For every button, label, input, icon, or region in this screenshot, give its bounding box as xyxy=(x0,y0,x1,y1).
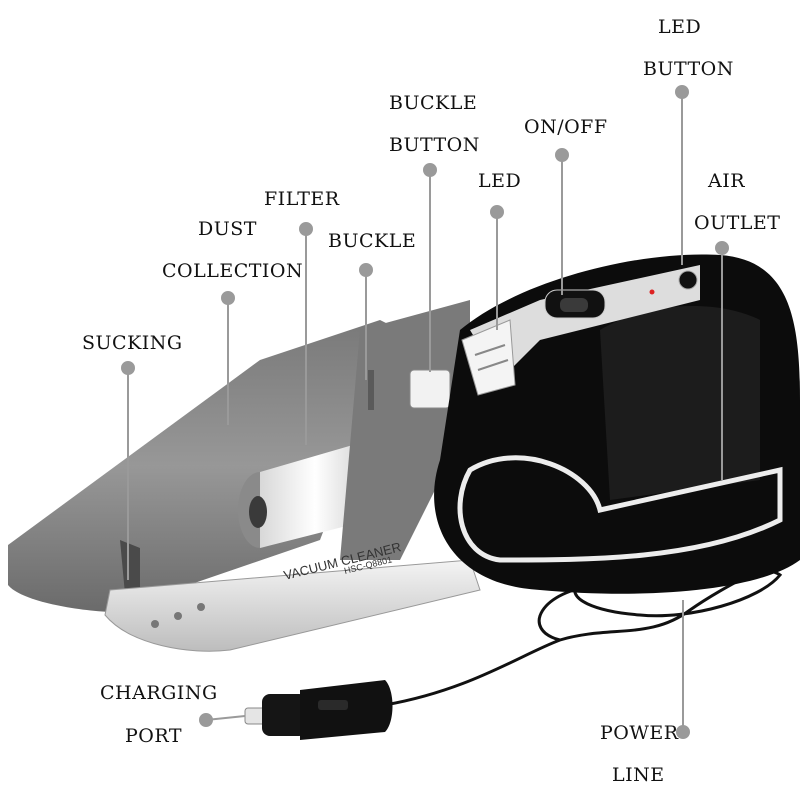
callout-charging-port-line1: CHARGING xyxy=(100,682,218,704)
led-button-knob xyxy=(678,270,698,290)
car-plug xyxy=(244,680,393,740)
callout-buckle-button-line2: BUTTON xyxy=(389,134,480,156)
callout-led-button-line2: BUTTON xyxy=(643,58,734,80)
silver-base xyxy=(104,559,481,652)
callout-sucking: SUCKING xyxy=(82,332,183,354)
callout-air-outlet-line2: OUTLET xyxy=(694,212,781,234)
callout-on-off: ON/OFF xyxy=(524,116,608,138)
callout-dust-collection-line2: COLLECTION xyxy=(162,260,304,282)
callout-filter: FILTER xyxy=(264,188,340,210)
control-panel xyxy=(470,265,700,380)
callout-buckle: BUCKLE xyxy=(328,230,417,252)
buckle-button-shape xyxy=(409,369,451,409)
leader-lines xyxy=(121,85,729,739)
motor-housing xyxy=(340,300,470,560)
callout-dust-collection-line1: DUST xyxy=(198,218,257,240)
callout-led-button-line1: LED xyxy=(658,16,702,38)
dust-bin xyxy=(8,320,400,612)
callout-buckle-button-line1: BUCKLE xyxy=(389,92,478,114)
callout-charging-port-line2: PORT xyxy=(125,725,183,747)
led-lamp xyxy=(461,319,516,396)
callout-air-outlet-line1: AIR xyxy=(708,170,746,192)
chrome-trim xyxy=(457,455,783,563)
callout-power-line-line1: POWER xyxy=(600,722,679,744)
callout-power-line-line2: LINE xyxy=(612,764,665,786)
callout-led: LED xyxy=(478,170,522,192)
